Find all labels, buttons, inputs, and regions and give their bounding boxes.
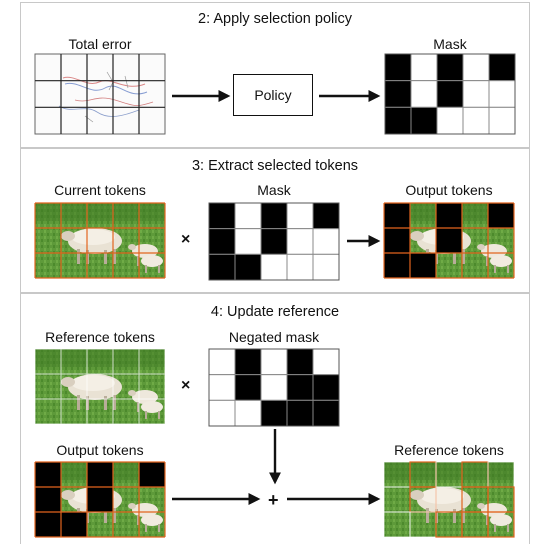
reference-tokens-image bbox=[34, 348, 166, 425]
mask-label-1: Mask bbox=[433, 36, 467, 52]
mask-cell bbox=[436, 53, 464, 82]
mask-cell bbox=[436, 106, 464, 135]
mask-cell bbox=[260, 228, 288, 255]
masked-token bbox=[139, 462, 165, 487]
masked-token bbox=[384, 253, 410, 278]
mask-cell bbox=[260, 348, 288, 376]
mask-cell bbox=[312, 374, 340, 401]
output-tokens-label-1: Output tokens bbox=[405, 182, 493, 198]
mask-cell bbox=[208, 399, 236, 427]
mask-cell bbox=[384, 53, 412, 82]
masked-token bbox=[410, 253, 436, 278]
mask-cell bbox=[234, 202, 262, 230]
mask-border bbox=[208, 348, 340, 427]
mask-cell bbox=[312, 202, 340, 230]
mask-cell bbox=[410, 53, 438, 82]
mask-cell bbox=[208, 374, 236, 401]
mask-cell bbox=[234, 348, 262, 376]
masked-token bbox=[35, 512, 61, 537]
selection-mask-1 bbox=[384, 53, 516, 135]
mask-cell bbox=[410, 106, 438, 135]
current-tokens-image bbox=[34, 202, 166, 279]
masked-token bbox=[87, 487, 113, 512]
output-tokens-image-2 bbox=[34, 461, 166, 538]
mask-cell bbox=[286, 399, 314, 427]
negated-mask-label: Negated mask bbox=[228, 329, 320, 345]
mask-cell bbox=[286, 253, 314, 281]
mask-cell bbox=[286, 228, 314, 255]
masked-token bbox=[61, 512, 87, 537]
mask-cell bbox=[208, 228, 236, 255]
mask-cell bbox=[286, 348, 314, 376]
policy-box: Policy bbox=[233, 74, 313, 116]
mask-cell bbox=[462, 106, 490, 135]
mask-cell bbox=[488, 53, 516, 82]
mask-cell bbox=[462, 53, 490, 82]
reference-tokens-result-label: Reference tokens bbox=[394, 442, 504, 458]
masked-token bbox=[35, 487, 61, 512]
total-error-map bbox=[34, 53, 166, 135]
masked-token bbox=[87, 462, 113, 487]
mask-cell bbox=[286, 202, 314, 230]
multiply-sign-2: × bbox=[181, 377, 191, 394]
mask-border bbox=[384, 53, 516, 135]
mask-cell bbox=[384, 106, 412, 135]
mask-cell bbox=[208, 202, 236, 230]
total-error-label: Total error bbox=[68, 36, 132, 52]
mask-cell bbox=[234, 253, 262, 281]
mask-cell bbox=[436, 80, 464, 108]
negated-mask bbox=[208, 348, 340, 427]
selection-mask-2 bbox=[208, 202, 340, 281]
current-tokens-label: Current tokens bbox=[54, 182, 146, 198]
policy-label: Policy bbox=[254, 87, 292, 103]
output-tokens-label-2: Output tokens bbox=[56, 442, 144, 458]
masked-token bbox=[436, 228, 462, 253]
reference-tokens-result-image bbox=[383, 461, 515, 538]
masked-token bbox=[488, 203, 514, 228]
mask-cell bbox=[312, 253, 340, 281]
mask-cell bbox=[312, 399, 340, 427]
reference-tokens-label: Reference tokens bbox=[45, 329, 155, 345]
mask-cell bbox=[234, 399, 262, 427]
mask-cell bbox=[384, 80, 412, 108]
masked-token bbox=[35, 462, 61, 487]
mask-cell bbox=[488, 80, 516, 108]
plus-sign: + bbox=[268, 490, 279, 510]
mask-cell bbox=[488, 106, 516, 135]
mask-cell bbox=[312, 348, 340, 376]
mask-cell bbox=[260, 374, 288, 401]
masked-token bbox=[436, 203, 462, 228]
mask-cell bbox=[312, 228, 340, 255]
mask-cell bbox=[208, 348, 236, 376]
mask-cell bbox=[462, 80, 490, 108]
mask-cell bbox=[410, 80, 438, 108]
masked-token bbox=[384, 203, 410, 228]
token-cell bbox=[487, 511, 515, 538]
masked-token bbox=[384, 228, 410, 253]
mask-cell bbox=[260, 399, 288, 427]
mask-cell bbox=[234, 228, 262, 255]
multiply-sign-1: × bbox=[181, 231, 191, 248]
mask-cell bbox=[234, 374, 262, 401]
output-tokens-image-1 bbox=[383, 202, 515, 279]
selection-policy-title: 2: Apply selection policy bbox=[198, 11, 352, 27]
mask-border bbox=[208, 202, 340, 281]
mask-cell bbox=[208, 253, 236, 281]
mask-cell bbox=[260, 202, 288, 230]
update-reference-title: 4: Update reference bbox=[210, 304, 340, 320]
mask-label-2: Mask bbox=[257, 182, 291, 198]
mask-cell bbox=[260, 253, 288, 281]
extract-tokens-title: 3: Extract selected tokens bbox=[191, 158, 359, 174]
mask-cell bbox=[286, 374, 314, 401]
